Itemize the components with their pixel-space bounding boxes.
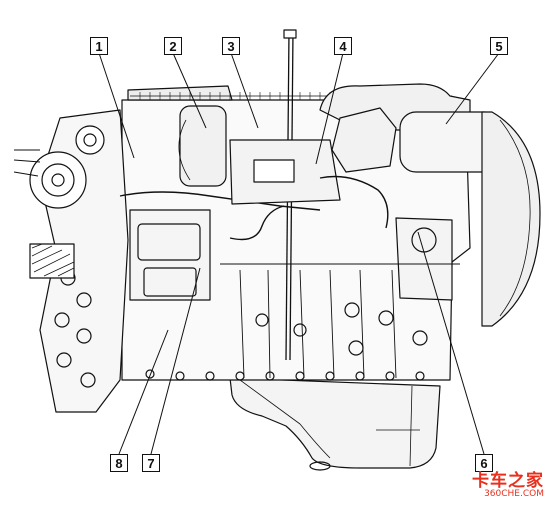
watermark-main: 卡车之家 [472,471,544,491]
filter-module [179,105,227,187]
watermark: 卡车之家 360CHE.COM [472,466,544,499]
callout-7: 7 [142,454,160,472]
support-bracket [29,243,75,279]
leader-lines [98,52,500,455]
callout-6: 6 [475,454,493,472]
fuel-pump [129,209,211,301]
flywheel-housing [481,111,541,327]
fan-pulley [29,151,87,209]
callout-3: 3 [222,37,240,55]
boss-circles [255,302,428,356]
fuel-lines [119,191,321,211]
callout-8: 8 [110,454,128,472]
callout-1: 1 [90,37,108,55]
callout-4: 4 [334,37,352,55]
callout-2: 2 [164,37,182,55]
egr-module [331,107,397,173]
tensioner-pulley [75,125,105,155]
callout-5: 5 [490,37,508,55]
bottom-bolts [145,369,425,381]
starter-motor [395,217,453,301]
oil-pan [229,377,441,469]
watermark-sub: 360CHE.COM [484,489,544,499]
